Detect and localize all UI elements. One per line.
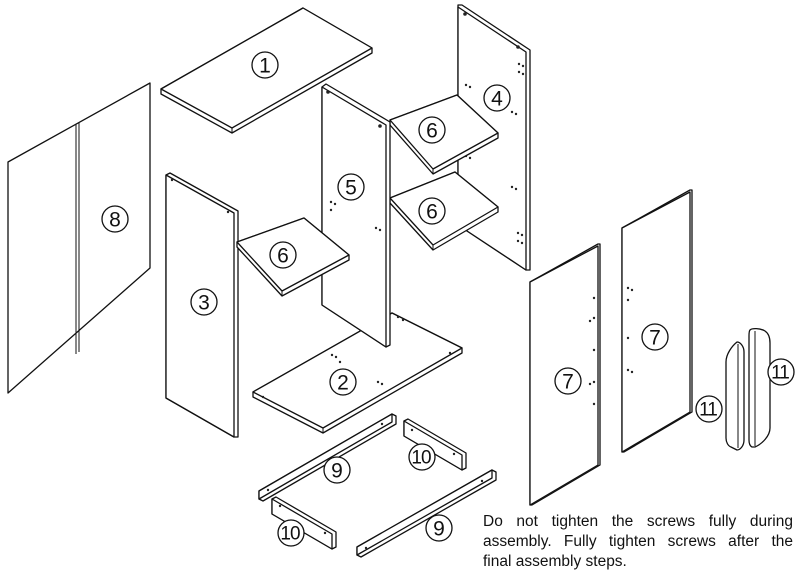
callout-part-6-left: 6	[269, 241, 297, 269]
callout-part-7-right: 7	[641, 323, 669, 351]
svg-text:2: 2	[337, 372, 349, 395]
svg-text:6: 6	[426, 120, 438, 143]
svg-text:7: 7	[649, 327, 661, 350]
door-right	[621, 189, 693, 453]
back-rail	[356, 469, 497, 558]
svg-text:7: 7	[562, 371, 574, 394]
callout-part-7-left: 7	[554, 367, 582, 395]
svg-text:8: 8	[109, 209, 121, 232]
front-rail	[258, 413, 397, 502]
callout-part-9-front: 9	[323, 456, 351, 484]
svg-text:6: 6	[277, 245, 289, 268]
svg-text:10: 10	[411, 448, 431, 469]
callout-part-6-upper-right: 6	[418, 116, 446, 144]
handle-left	[725, 341, 745, 451]
callout-part-10-left: 10	[277, 519, 305, 547]
side-rail-left	[271, 496, 337, 550]
handle-right	[748, 327, 771, 448]
back-panel	[7, 82, 151, 394]
callout-part-4: 4	[483, 84, 511, 112]
callout-part-10-right: 10	[408, 443, 436, 471]
callout-part-1: 1	[251, 51, 279, 79]
assembly-note: Do not tighten the screws fully during a…	[483, 512, 793, 572]
callout-part-11-right: 11	[767, 358, 795, 386]
callout-part-8: 8	[101, 205, 129, 233]
svg-text:5: 5	[345, 177, 357, 200]
svg-text:1: 1	[259, 55, 271, 78]
svg-text:3: 3	[198, 292, 210, 315]
svg-text:9: 9	[433, 518, 445, 541]
center-divider-panel	[321, 83, 391, 348]
assembly-note-line-2: assembly. Fully tighten screws after the	[483, 533, 793, 550]
callout-part-6-lower-right: 6	[418, 197, 446, 225]
assembly-note-line-3: final assembly steps.	[483, 553, 627, 570]
callout-part-9-back: 9	[425, 514, 453, 542]
callout-part-5: 5	[337, 173, 365, 201]
side-rail-right	[403, 418, 467, 471]
svg-text:10: 10	[280, 524, 300, 545]
svg-text:4: 4	[491, 88, 503, 111]
callout-part-3: 3	[190, 288, 218, 316]
svg-text:6: 6	[426, 201, 438, 224]
callout-part-11-left: 11	[695, 395, 723, 423]
svg-text:9: 9	[331, 460, 343, 483]
svg-text:11: 11	[699, 400, 717, 421]
assembly-note-line-1: Do not tighten the screws fully during	[483, 513, 793, 530]
callout-part-2: 2	[329, 368, 357, 396]
bottom-panel	[252, 312, 463, 434]
svg-text:11: 11	[771, 363, 789, 384]
